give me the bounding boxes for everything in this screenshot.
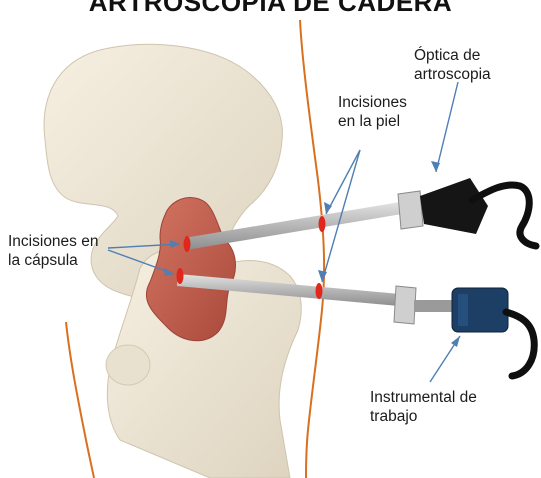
capsule-incision-upper (184, 236, 191, 252)
label-instrumental: Instrumental de trabajo (370, 388, 477, 426)
skin-incision-lower (316, 283, 323, 299)
label-incisiones-capsula: Incisiones en la cápsula (8, 232, 98, 270)
arrow-optica (436, 82, 458, 172)
instrument-neck (414, 300, 454, 312)
scope-camera (420, 178, 488, 234)
skin-line-left (66, 322, 94, 478)
label-optica: Óptica de artroscopia (414, 46, 491, 84)
skin-incision-upper (319, 216, 326, 232)
instrument-collar (394, 286, 416, 324)
lesser-trochanter (106, 345, 150, 385)
capsule-incision-lower (177, 268, 184, 284)
arrow-piel-upper (326, 150, 360, 214)
skin-line-right (300, 20, 324, 478)
label-incisiones-piel: Incisiones en la piel (338, 93, 407, 131)
instrument-cable (506, 312, 534, 376)
scope-collar (398, 191, 423, 229)
